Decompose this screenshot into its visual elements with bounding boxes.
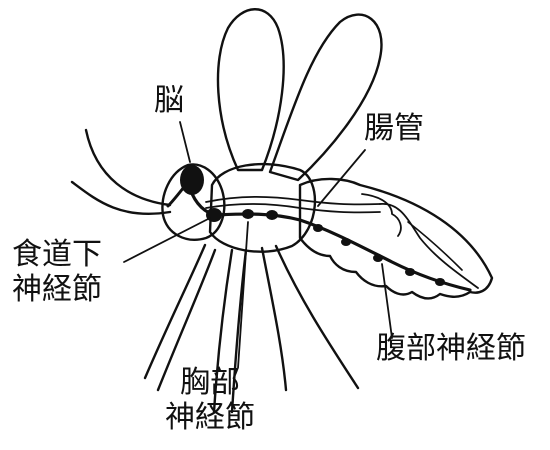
leg-hind-1 [262, 248, 286, 390]
label-subesophageal-line-1: 食道下 [12, 238, 102, 273]
brain-ganglion [180, 165, 204, 195]
abdominal-ganglion-3 [373, 254, 383, 262]
wing-right [270, 15, 381, 180]
leg-front-1 [145, 245, 205, 378]
abdominal-ganglion-5 [435, 278, 445, 286]
label-gut: 腸管 [364, 112, 424, 147]
abdomen [300, 179, 492, 299]
antenna-1 [86, 130, 170, 205]
label-thoracic-ganglion: 胸部 神経節 [165, 366, 255, 435]
abdominal-ganglion-1 [313, 224, 323, 232]
subesophageal-ganglion [206, 208, 222, 222]
leader-brain [180, 122, 190, 162]
wing-left [218, 9, 284, 170]
thoracic-ganglion-2 [266, 210, 278, 220]
label-thoracic-line-2: 神経節 [165, 401, 255, 436]
thoracic-ganglion-1 [242, 209, 254, 219]
label-subesophageal-ganglion: 食道下 神経節 [12, 238, 102, 307]
abdomen-fold [362, 194, 401, 236]
label-abdominal-ganglion: 腹部神経節 [376, 332, 526, 367]
label-brain: 脳 [154, 84, 184, 119]
leader-abdominal [382, 264, 392, 338]
abdominal-ganglion-2 [341, 238, 351, 246]
label-subesophageal-line-2: 神経節 [12, 273, 102, 308]
leg-hind-2 [276, 246, 358, 388]
abdominal-ganglion-4 [405, 268, 415, 276]
gut-upper [206, 197, 380, 204]
leader-thoracic [238, 222, 248, 368]
label-thoracic-line-1: 胸部 [165, 366, 255, 401]
